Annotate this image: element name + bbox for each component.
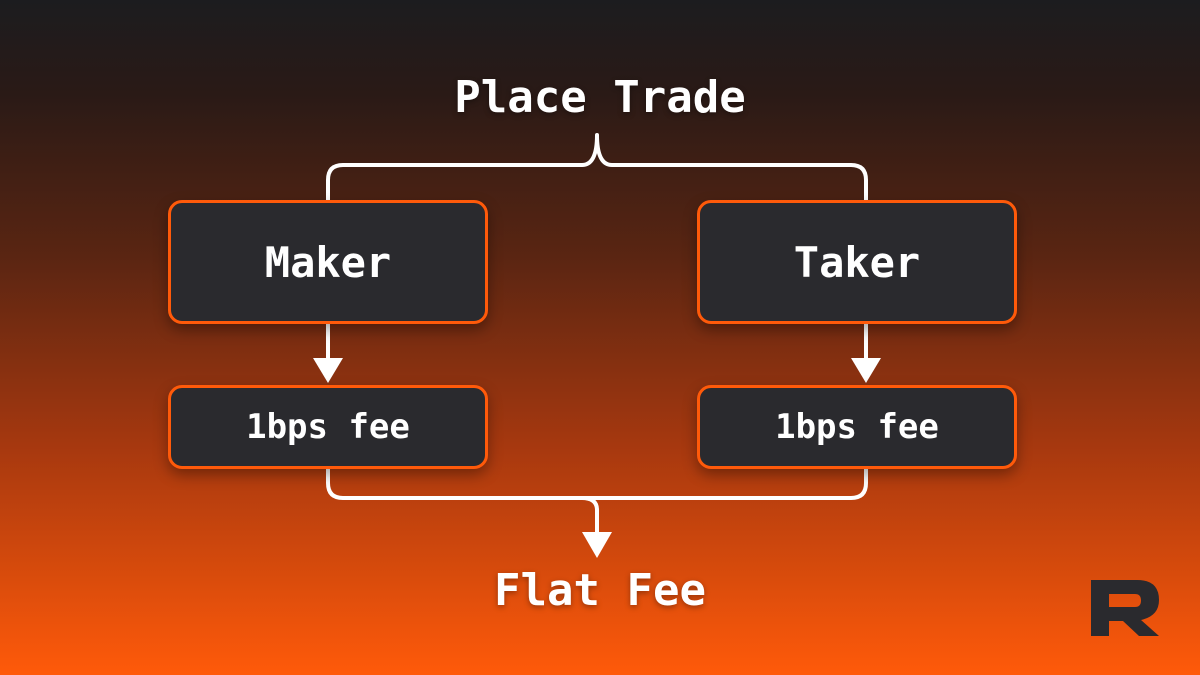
top-brace-connector (326, 133, 868, 202)
maker-node: Maker (168, 200, 488, 324)
taker-fee-node: 1bps fee (697, 385, 1017, 469)
diagram-title: Place Trade (454, 72, 746, 123)
flat-fee-arrowhead (582, 532, 612, 558)
taker-node: Taker (697, 200, 1017, 324)
maker-fee-label: 1bps fee (246, 407, 410, 447)
flat-fee-result: Flat Fee (494, 565, 706, 616)
maker-to-fee-arrowhead (313, 358, 343, 383)
bottom-brace-connector (326, 467, 868, 537)
brand-r-logo-icon (1091, 580, 1159, 636)
maker-label: Maker (264, 237, 392, 287)
taker-label: Taker (793, 237, 921, 287)
taker-to-fee-arrowhead (851, 358, 881, 383)
maker-fee-node: 1bps fee (168, 385, 488, 469)
taker-fee-label: 1bps fee (775, 407, 939, 447)
